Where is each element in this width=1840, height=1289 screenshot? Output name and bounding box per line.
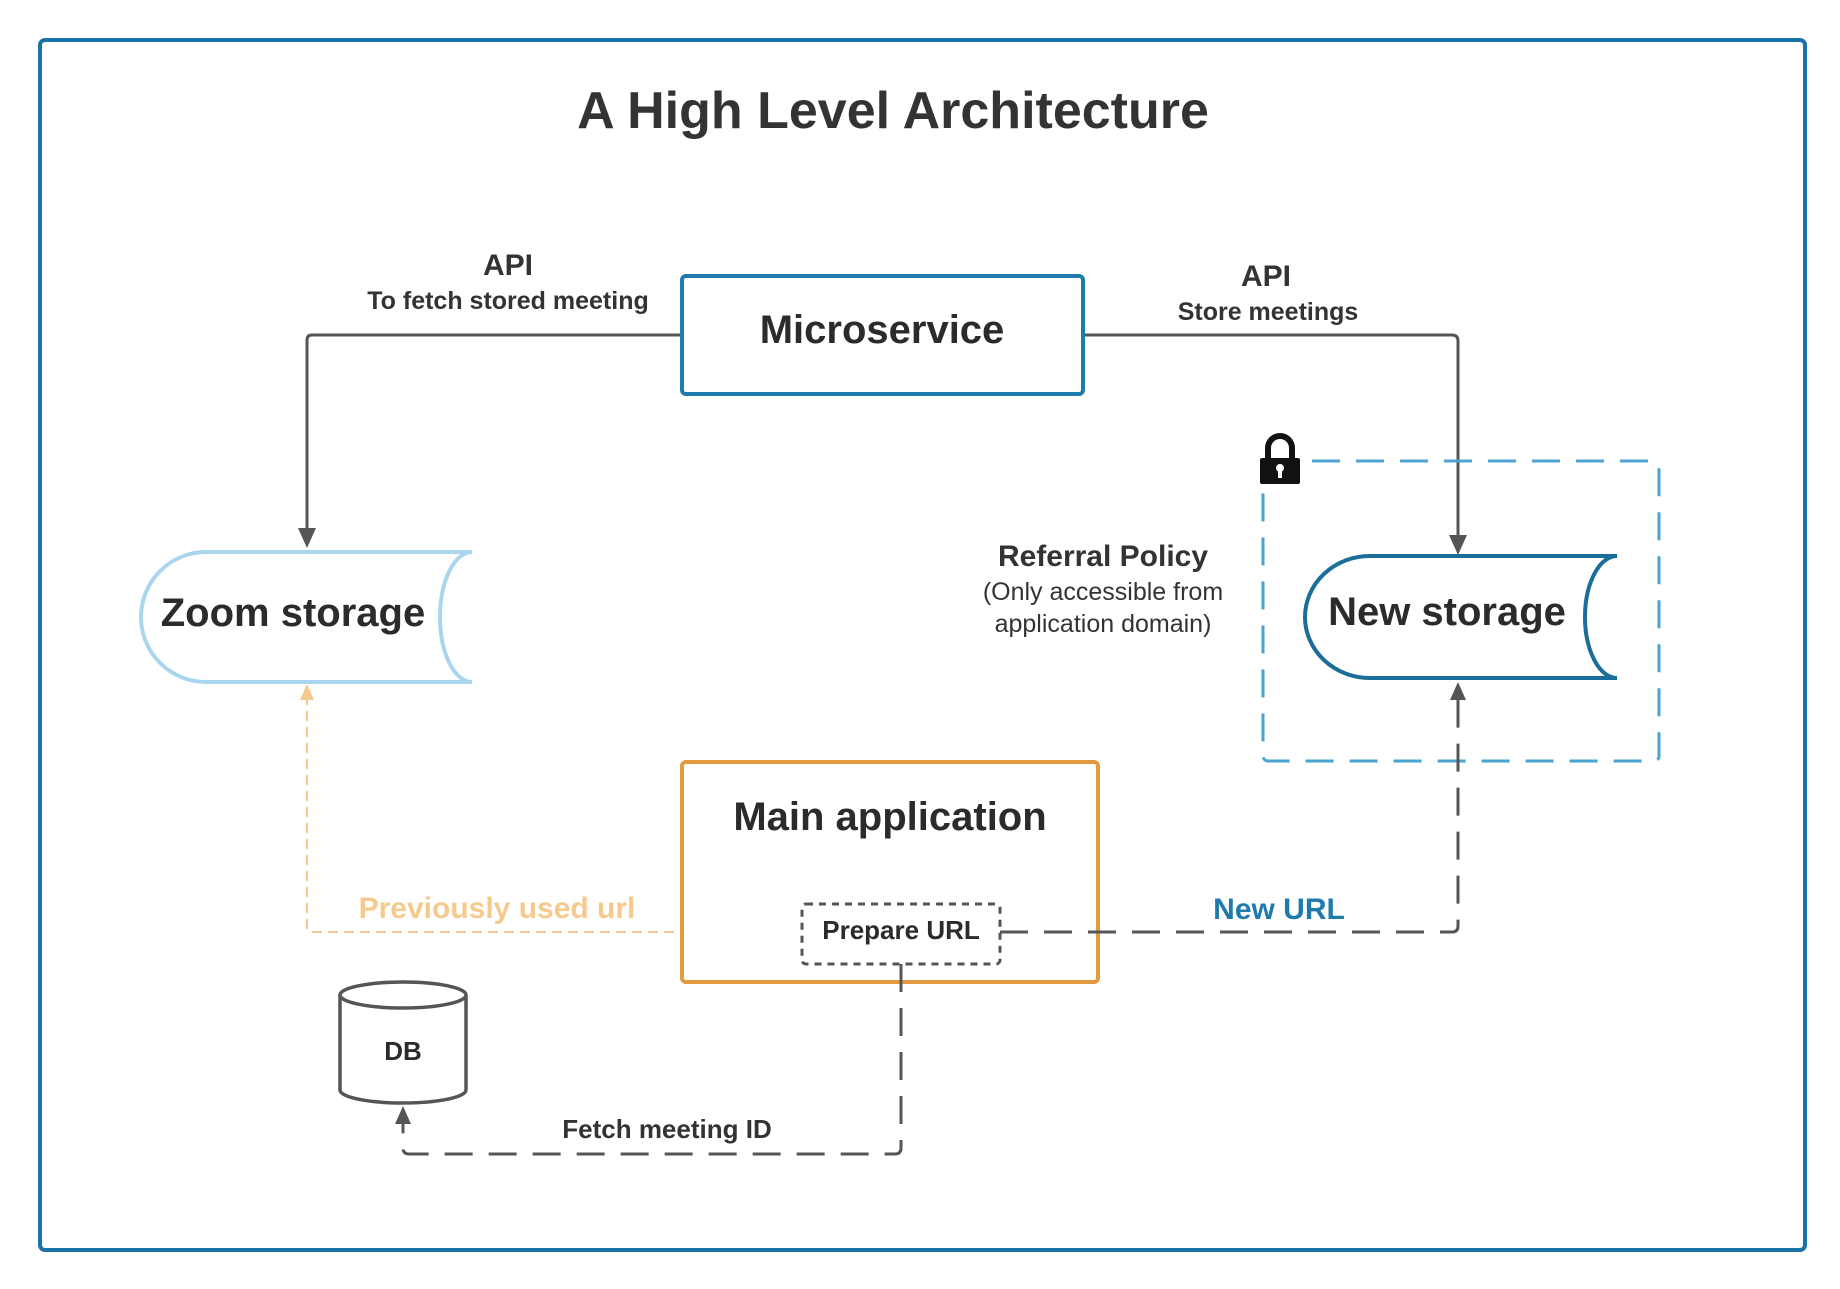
connector-microservice-to-zoom-storage: [305, 333, 682, 528]
diagram-title: A High Level Architecture: [577, 82, 1209, 140]
db-label: DB: [384, 1036, 422, 1066]
new-storage-node: [1303, 554, 1618, 680]
referral-policy-line-2: application domain): [995, 610, 1212, 638]
edge-label-fetch-api-subtitle: To fetch stored meeting: [367, 287, 649, 315]
edge-label-fetch-api-title: API: [483, 249, 533, 282]
edge-label-previously-used-url: Previously used url: [359, 892, 636, 925]
zoom-storage-node: [139, 550, 473, 684]
referral-policy-title: Referral Policy: [998, 540, 1208, 573]
arrowhead-zoom-storage: [298, 528, 316, 548]
edge-label-new-url: New URL: [1213, 893, 1345, 926]
arrowhead-db: [395, 1106, 411, 1124]
db-node: [338, 980, 468, 1105]
connector-microservice-to-new-storage: [1083, 333, 1460, 535]
arrowhead-new-url: [1450, 682, 1466, 700]
diagram-frame: [38, 38, 1807, 1252]
microservice-label: Microservice: [760, 308, 1005, 352]
connector-new-url: [1000, 700, 1460, 934]
arrowhead-new-storage: [1449, 535, 1467, 555]
prepare-url-label: Prepare URL: [822, 915, 980, 945]
referral-policy-line-1: (Only accessible from: [983, 578, 1223, 606]
prepare-url-node: [800, 902, 1002, 966]
connector-fetch-meeting-id: [401, 964, 903, 1156]
new-storage-label: New storage: [1328, 590, 1566, 634]
microservice-node: [680, 274, 1085, 396]
main-application-label: Main application: [733, 795, 1046, 839]
edge-label-store-api-subtitle: Store meetings: [1178, 298, 1359, 326]
secure-zone: [1261, 459, 1661, 763]
lock-icon: [1260, 433, 1300, 484]
arrowhead-previously-used-url: [300, 684, 314, 700]
edge-label-store-api-title: API: [1241, 260, 1291, 293]
connector-previously-used-url: [306, 700, 802, 933]
zoom-storage-label: Zoom storage: [161, 591, 425, 635]
edge-label-fetch-meeting-id: Fetch meeting ID: [562, 1114, 771, 1144]
